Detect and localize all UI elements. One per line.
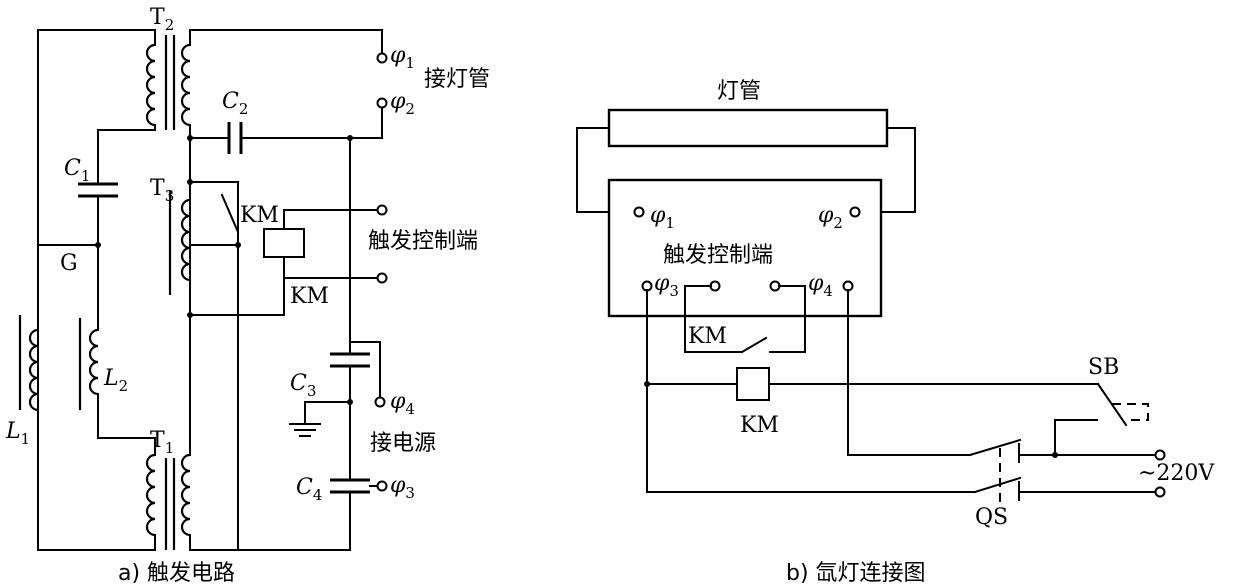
t2-secondary-winding [180,43,191,127]
label-c1: C1 [64,156,90,185]
label-phi1-a: φ1 [390,43,415,72]
label-sb: SB [1088,355,1119,380]
label-power-connect: 接电源 [370,431,436,456]
label-phi1-b: φ1 [650,203,675,232]
terminal-phi3-a [376,480,388,492]
label-phi2-a: φ2 [390,89,415,118]
label-c4: C4 [296,475,322,504]
terminal-phi1-a [376,52,388,64]
label-trigger-terminal-a: 触发控制端 [368,229,478,254]
qs-switch-lower [973,476,1022,494]
label-phi3-a: φ3 [390,473,415,502]
label-lamp-connect: 接灯管 [424,67,490,92]
label-supply: ~220V [1138,461,1215,486]
label-km-contact-b: KM [688,324,727,349]
label-t3: T3 [150,176,174,205]
km-contact-switch [220,193,240,234]
label-l2: L2 [103,366,128,395]
label-phi3-b: φ3 [654,271,679,300]
label-t2: T2 [150,5,174,34]
left-outer-rail [37,29,156,551]
label-km-coil-b: KM [740,413,779,438]
l1-winding [28,328,39,412]
t1-primary-winding [145,453,156,537]
label-g: G [60,251,78,276]
label-lamp-title: 灯管 [717,79,761,104]
caption-b: b) 氙灯连接图 [786,561,926,586]
t3-winding [180,198,191,282]
terminal-phi2-b [849,206,861,218]
panel-a-trigger-circuit: T2 T3 T1 C1 C2 C3 C4 G L1 L2 KM KM φ1 φ2… [5,5,490,586]
panel-b-lamp-connection: 灯管 触发控制端 φ1 φ2 φ3 φ4 KM KM [576,79,1215,586]
label-km-coil-a: KM [290,284,329,309]
label-l1: L1 [5,419,30,448]
km-coil [263,228,305,258]
km-coil-b [736,367,770,401]
trigger-control-box [607,178,883,318]
qs-switch-upper [968,438,1022,457]
phi4-wire [847,289,971,456]
terminal-phi1-b [633,206,645,218]
label-c2: C2 [222,89,248,118]
phi3-wire [646,289,976,493]
terminal-phi2-a [376,97,388,109]
km-contact-switch-b [740,336,768,354]
terminal-phi4-a [374,396,386,408]
terminal-trigger-top [376,204,388,216]
terminal-supply-top [1154,449,1166,461]
label-phi2-b: φ2 [818,203,843,232]
label-phi4-b: φ4 [808,271,833,300]
t1-secondary-winding [180,453,191,537]
sb-actuator [1112,403,1149,421]
label-phi4-a: φ4 [390,389,415,418]
label-qs: QS [975,505,1008,530]
label-t1: T1 [150,428,174,457]
label-trigger-box: 触发控制端 [663,243,773,268]
lamp-tube [607,108,889,148]
terminal-trigger-bottom [376,272,388,284]
t2-primary-winding [145,43,156,127]
terminal-supply-bottom [1154,486,1166,498]
caption-a: a) 触发电路 [118,561,235,586]
label-km-contact-a: KM [240,203,279,228]
lamp-lead-left [576,127,636,213]
label-c3: C3 [290,371,316,400]
lamp-lead-right [859,127,916,213]
l2-winding [88,328,99,396]
